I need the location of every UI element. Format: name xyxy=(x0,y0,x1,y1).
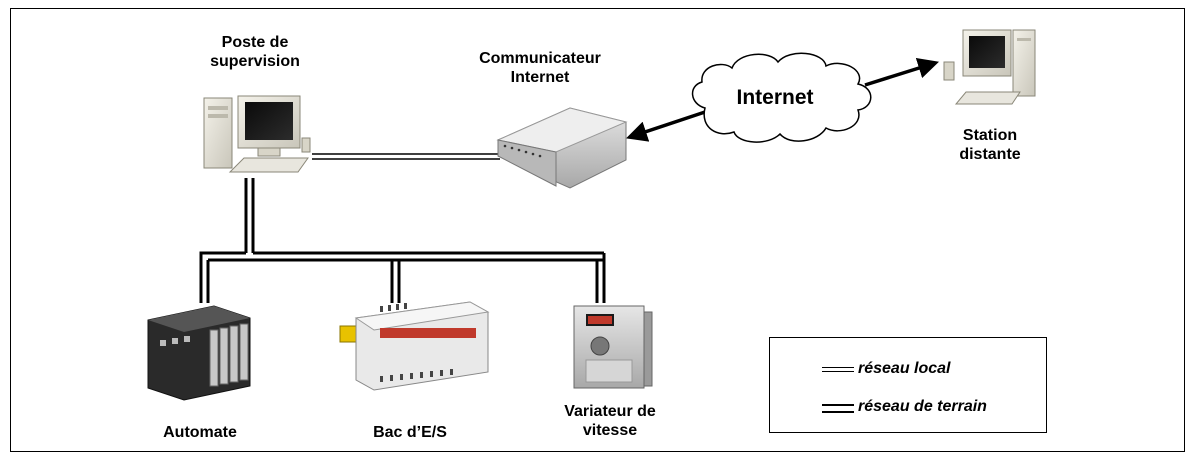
modem-icon xyxy=(496,107,628,189)
label-station: Station distante xyxy=(959,127,1021,163)
label-supervision: Poste de supervision xyxy=(210,34,300,70)
label-variateur: Variateur de vitesse xyxy=(564,403,656,439)
io-rack-icon xyxy=(339,301,490,391)
arrow-internet-station xyxy=(864,58,940,87)
legend: réseau local réseau de terrain xyxy=(769,337,1047,433)
arrow-communicateur-internet xyxy=(626,110,706,142)
local-network-link xyxy=(312,153,500,160)
drive-icon xyxy=(573,305,653,389)
label-automate: Automate xyxy=(163,424,237,441)
legend-item-local: réseau local xyxy=(770,358,1046,382)
label-internet: Internet xyxy=(736,86,814,109)
legend-line-local xyxy=(822,367,854,372)
legend-item-terrain: réseau de terrain xyxy=(770,396,1046,420)
plc-icon xyxy=(147,305,251,401)
internet-cloud xyxy=(691,52,872,143)
legend-label-local: réseau local xyxy=(858,360,951,377)
legend-label-terrain: réseau de terrain xyxy=(858,398,987,415)
legend-line-terrain xyxy=(822,404,854,413)
remote-station-computer-icon xyxy=(943,29,1036,105)
label-bac: Bac d’E/S xyxy=(373,424,447,441)
supervision-computer-icon xyxy=(203,95,311,173)
field-bus xyxy=(199,178,606,303)
label-communicateur: Communicateur Internet xyxy=(479,50,601,86)
